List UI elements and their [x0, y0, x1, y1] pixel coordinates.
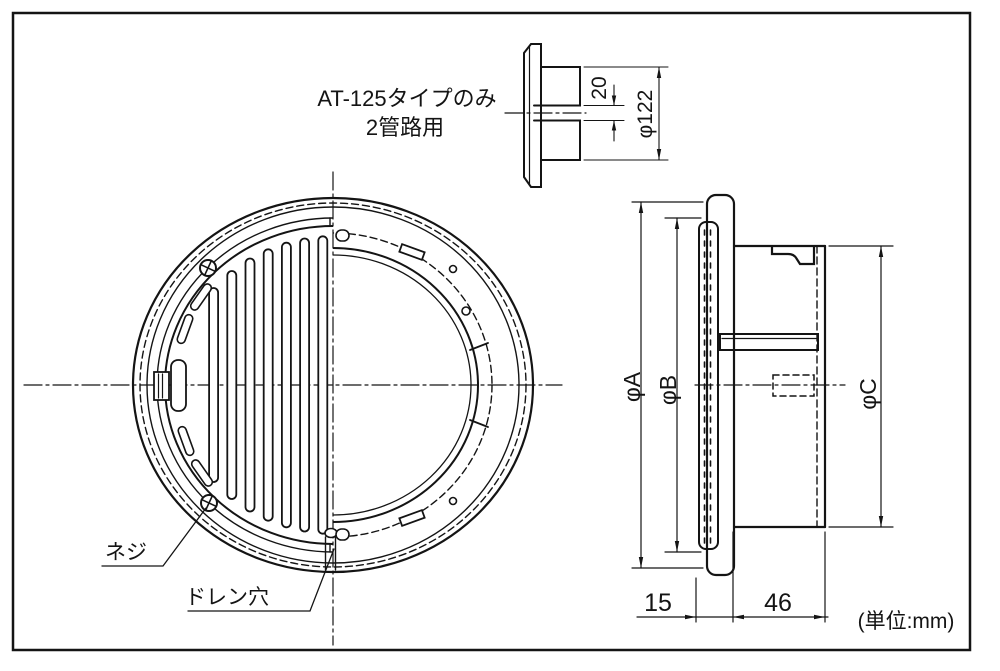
detail-body-upper: [533, 66, 581, 107]
dim-phiB: φB: [655, 217, 702, 553]
adjustment-tab: [153, 359, 187, 412]
side-louver-strip: [698, 221, 719, 550]
drawing-border: [11, 11, 972, 652]
type-note-line1: AT-125タイプのみ: [317, 86, 496, 111]
dim-label-phiC: φC: [855, 378, 881, 410]
bayonet-latch-slot: [770, 245, 816, 266]
dim-slot-20: 20: [583, 76, 625, 142]
screw-leader-line: [101, 507, 207, 567]
dim-phiC: φC: [828, 245, 894, 528]
outer-rim-ring: [131, 196, 535, 574]
dim-label-phiA: φA: [619, 371, 645, 402]
type-note-line2: 2管路用: [366, 115, 444, 140]
detail-flange: [523, 43, 542, 188]
grille-slats: [208, 235, 329, 535]
hidden-wall-opening-ring: [139, 202, 527, 568]
grille-stub-bottom: [335, 528, 350, 541]
unit-label: (単位:mm): [858, 610, 955, 633]
drain-leader-line: [187, 548, 335, 612]
ring-tick-upper: [469, 342, 489, 351]
screw-top: [199, 259, 217, 277]
screw-label: ネジ: [105, 541, 147, 564]
dim-label-46: 46: [764, 589, 792, 617]
top-detail-view: 20 φ122: [504, 43, 669, 188]
drain-hole-detail: [324, 527, 338, 571]
latch-cutouts: [398, 242, 426, 528]
dim-phi122: φ122: [583, 66, 669, 161]
dim-label-phi122: φ122: [634, 90, 657, 139]
annotations: AT-125タイプのみ 2管路用 ネジ ドレン穴 (単位:mm): [101, 86, 955, 633]
side-duct: [732, 244, 827, 529]
mounting-holes: [448, 264, 471, 506]
dim-label-phiB: φB: [655, 375, 681, 405]
side-view: φA φB φC 15: [619, 193, 894, 623]
side-flange-plate: [705, 193, 736, 577]
dim-phiA: φA: [619, 201, 704, 569]
ring-tick-lower: [469, 419, 489, 428]
screw-bottom: [200, 494, 218, 512]
detail-body-lower: [533, 119, 581, 161]
dim-label-20: 20: [588, 76, 611, 99]
drain-label: ドレン穴: [185, 586, 269, 609]
front-view: [23, 171, 563, 646]
dim-depth-chain: 15 46: [636, 531, 829, 623]
duct-section-rings: [333, 232, 493, 538]
grille-rim-slots: [176, 283, 214, 487]
inner-rim-ring: [146, 206, 520, 564]
connector-band: [719, 333, 819, 351]
grille-stub-top: [335, 229, 350, 242]
hidden-square-detail: [772, 374, 815, 397]
dim-label-15: 15: [644, 589, 672, 617]
